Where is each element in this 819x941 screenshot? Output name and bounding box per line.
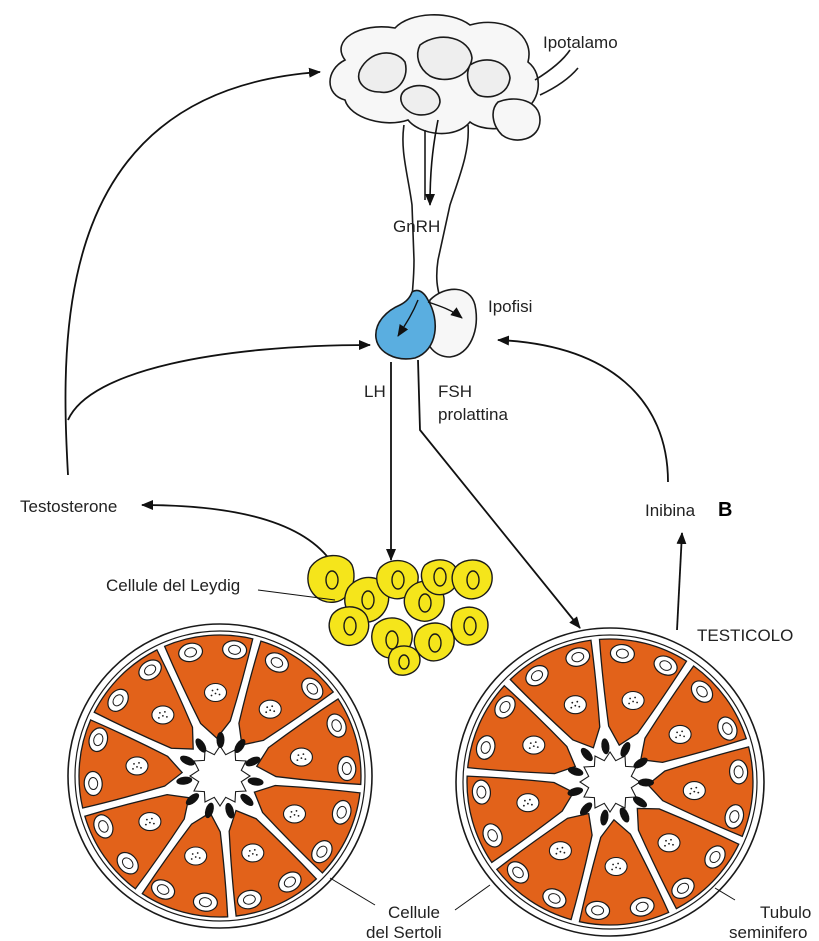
spermatocyte bbox=[205, 684, 227, 702]
testosterone-to-pituitary-arrow bbox=[68, 345, 370, 420]
spermatocyte bbox=[259, 700, 281, 718]
label-inhibin-suffix: B bbox=[718, 499, 732, 521]
label-fsh: FSH bbox=[438, 382, 472, 401]
tubule-to-inhibin-arrow bbox=[677, 533, 682, 630]
spermatocyte bbox=[564, 696, 586, 714]
tubule-pointer bbox=[715, 888, 735, 900]
pituitary bbox=[376, 289, 476, 359]
spermatocyte bbox=[669, 725, 691, 743]
hypothalamus bbox=[330, 15, 578, 300]
spermatocyte bbox=[605, 858, 627, 876]
label-pituitary: Ipofisi bbox=[488, 297, 532, 316]
label-gnrh: GnRH bbox=[393, 217, 440, 236]
label-tubule-line1: Tubulo bbox=[760, 903, 811, 922]
spermatocyte bbox=[185, 847, 207, 865]
spermatocyte bbox=[126, 757, 148, 775]
label-lh: LH bbox=[364, 382, 386, 401]
spermatocyte bbox=[523, 736, 545, 754]
spermatocyte bbox=[549, 842, 571, 860]
label-inhibin: Inibina bbox=[645, 501, 696, 520]
sertoli-pointer-left bbox=[330, 878, 375, 905]
label-testis: TESTICOLO bbox=[697, 626, 793, 645]
tubule-cross-section-left bbox=[68, 624, 372, 928]
label-prolactin: prolattina bbox=[438, 405, 508, 424]
spermatocyte bbox=[284, 805, 306, 823]
spermatocyte bbox=[242, 844, 264, 862]
label-hypothalamus: Ipotalamo bbox=[543, 33, 618, 52]
label-tubule-line2: seminifero bbox=[729, 923, 807, 941]
label-testosterone: Testosterone bbox=[20, 497, 117, 516]
spermatocyte bbox=[658, 834, 680, 852]
spermatocyte bbox=[683, 782, 705, 800]
label-leydig: Cellule del Leydig bbox=[106, 576, 240, 595]
label-sertoli-line1: Cellule bbox=[388, 903, 440, 922]
spermatocyte bbox=[622, 692, 644, 710]
spermatocyte bbox=[139, 813, 161, 831]
label-sertoli-line2: del Sertoli bbox=[366, 923, 442, 941]
leydig-cells bbox=[308, 556, 492, 676]
spermatocyte bbox=[517, 794, 539, 812]
testosterone-to-hypothalamus-arrow bbox=[65, 72, 320, 475]
inhibin-to-pituitary-arrow bbox=[498, 340, 668, 482]
leydig-to-testosterone-arrow bbox=[142, 505, 330, 560]
sertoli-pointer-right bbox=[455, 885, 490, 910]
spermatocyte bbox=[290, 748, 312, 766]
spermatocyte bbox=[152, 706, 174, 724]
